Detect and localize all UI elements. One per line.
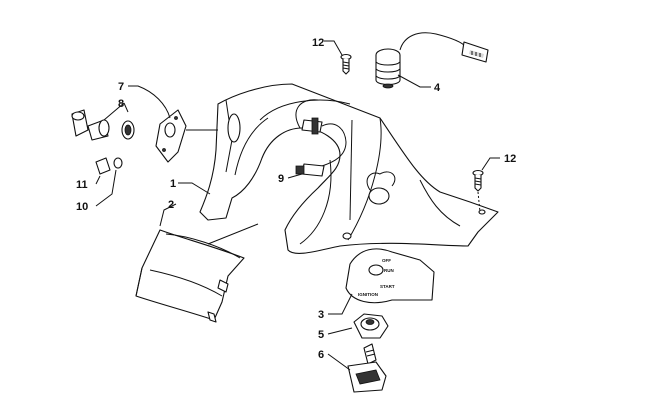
hood-console-part xyxy=(199,83,499,254)
gasket-plate-part xyxy=(155,109,218,163)
callout-4: 4 xyxy=(434,82,441,94)
callout-12-upper: 12 xyxy=(312,37,324,49)
ignition-key-part xyxy=(347,343,387,393)
callout-7: 7 xyxy=(118,81,124,93)
callout-6: 6 xyxy=(318,349,324,361)
nut-part xyxy=(353,313,389,339)
decal-label-run: RUN xyxy=(384,268,394,273)
lower-panel-part xyxy=(135,229,245,323)
callout-8: 8 xyxy=(118,98,124,110)
leader-lines xyxy=(95,40,500,371)
callout-2: 2 xyxy=(168,199,174,211)
cap-part xyxy=(95,157,123,175)
screw-right-part xyxy=(472,169,484,213)
accessory-plug-part xyxy=(71,109,135,141)
ignition-decal-part: OFF RUN START IGNITION xyxy=(345,248,435,304)
callout-1: 1 xyxy=(170,178,176,190)
callout-10: 10 xyxy=(76,201,88,213)
wiring-harness-part xyxy=(295,117,347,177)
plug-connector-part xyxy=(375,32,489,89)
callout-3: 3 xyxy=(318,309,324,321)
callout-5: 5 xyxy=(318,329,324,341)
screw-upper-part xyxy=(340,53,352,75)
decal-label-off: OFF xyxy=(382,258,391,263)
decal-label-start: START xyxy=(380,284,395,289)
callout-11: 11 xyxy=(76,179,88,191)
decal-label-ignition: IGNITION xyxy=(358,292,378,297)
callout-numbers: 12 4 7 8 1 2 9 12 11 10 3 5 6 xyxy=(76,37,516,361)
callout-9: 9 xyxy=(278,173,284,185)
callout-12-right: 12 xyxy=(504,153,516,165)
